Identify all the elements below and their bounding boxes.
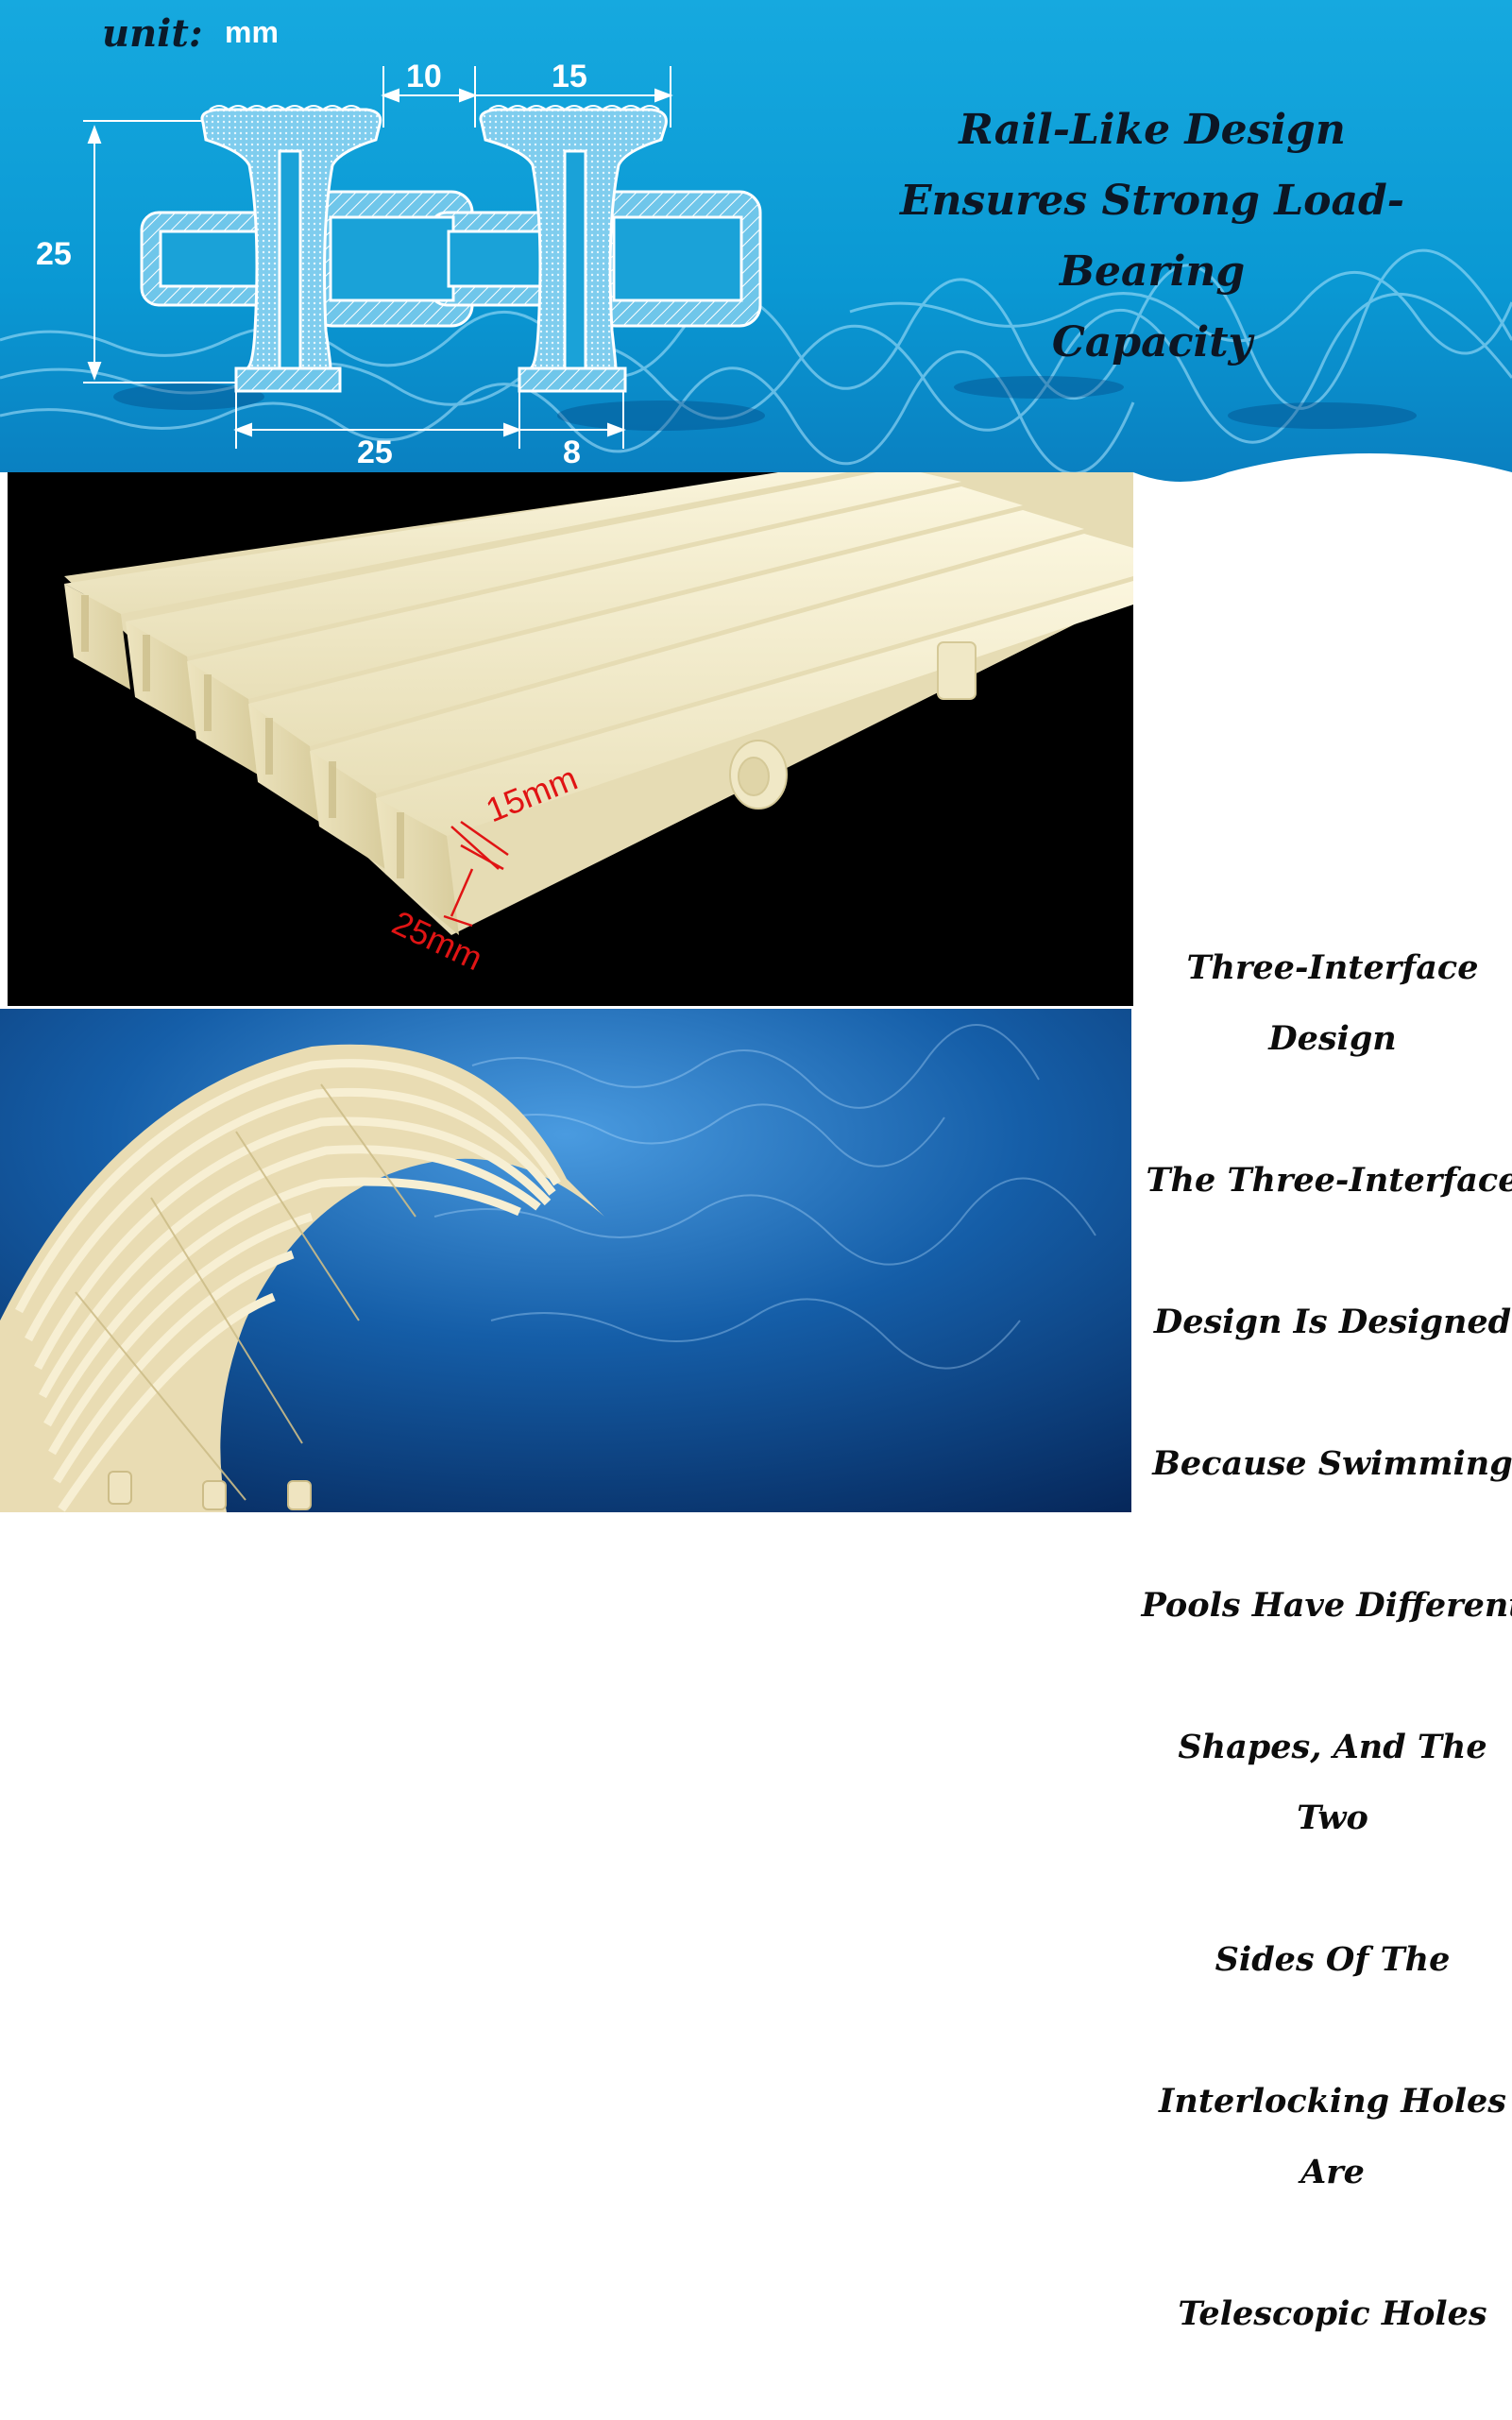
description-line: Because Swimming bbox=[1152, 1444, 1512, 1483]
description-line: Interlocking Holes Are bbox=[1159, 2082, 1506, 2191]
description-line: The Three-Interface bbox=[1146, 1161, 1512, 1200]
headline-line: Rail-Like Design bbox=[959, 106, 1346, 154]
grating-photo: 15mm 25mm bbox=[8, 472, 1133, 1006]
dimension-gap: 10 bbox=[406, 59, 442, 94]
three-interface-description: Three-Interface Design The Three-Interfa… bbox=[1139, 861, 1512, 2420]
banner-background bbox=[0, 0, 1512, 491]
description-line: Design Is Designed bbox=[1153, 1303, 1512, 1341]
description-line: Shapes, And The Two bbox=[1178, 1728, 1487, 1837]
pool-photo bbox=[0, 1009, 1131, 1512]
description-title: Three-Interface Design bbox=[1186, 948, 1479, 1058]
top-banner: unit: mm 10 15 25 25 8 Rail-Like Design … bbox=[0, 0, 1512, 491]
headline-line: Capacity bbox=[1051, 318, 1253, 366]
dimension-height: 25 bbox=[36, 236, 72, 272]
headline: Rail-Like Design Ensures Strong Load-Bea… bbox=[831, 94, 1473, 378]
dimension-base-width: 8 bbox=[563, 435, 581, 470]
dimension-pitch: 25 bbox=[357, 435, 393, 470]
unit-label: unit: bbox=[102, 11, 203, 56]
dimension-head-width: 15 bbox=[552, 59, 587, 94]
description-line: Telescopic Holes bbox=[1178, 2294, 1487, 2333]
unit-value: mm bbox=[225, 15, 279, 49]
description-line: Sides Of The bbox=[1215, 1940, 1451, 1979]
description-line: Pools Have Different bbox=[1141, 1586, 1512, 1625]
curved-grating-illustration bbox=[0, 1009, 1131, 1512]
grating-rails-illustration bbox=[8, 472, 1133, 1006]
headline-line: Ensures Strong Load-Bearing bbox=[899, 177, 1405, 296]
